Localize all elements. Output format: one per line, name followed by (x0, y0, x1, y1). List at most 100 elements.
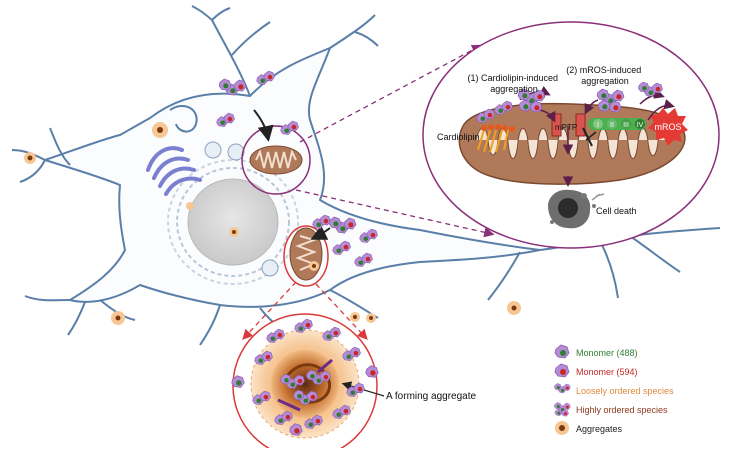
monomer (532, 89, 546, 102)
legend-label: Aggregates (576, 424, 623, 434)
organelles (146, 105, 299, 285)
species-cluster (342, 346, 361, 361)
monomer (554, 383, 562, 391)
species-layer (216, 70, 663, 436)
monomer (554, 363, 570, 378)
species-cluster (216, 112, 235, 127)
complex-label-1: I (597, 122, 599, 129)
monomer-594-icon (554, 363, 570, 378)
monomer (361, 252, 373, 264)
boutons (24, 152, 521, 325)
cardiolipin-induced-label: (1) Cardiolipin-induced aggregation (467, 73, 560, 94)
monomer-488-icon (554, 344, 570, 359)
legend-label: Monomer (488) (576, 348, 638, 358)
forming-aggregate-label: A forming aggregate (386, 391, 476, 402)
monomer (301, 318, 313, 330)
monomer (366, 228, 378, 240)
monomer (218, 78, 232, 91)
species-cluster (280, 120, 299, 135)
mito-zoom-panel: I II III IV mROS (422, 21, 720, 249)
monomer (311, 414, 323, 426)
monomer (306, 390, 318, 402)
species-cluster (252, 390, 271, 405)
legend-label: Monomer (594) (576, 367, 638, 377)
complex-label-4: IV (637, 122, 644, 129)
legend-item: Loosely ordered species (554, 383, 674, 396)
species-cluster (359, 228, 378, 243)
mptp-label: mPTP (555, 123, 577, 132)
monomer (223, 112, 235, 124)
species-cluster (638, 81, 663, 97)
legend-item: Monomer (488) (554, 344, 638, 359)
monomer (280, 124, 292, 135)
mros-label: mROS (655, 122, 682, 132)
species-cluster (218, 78, 247, 96)
monomer (518, 99, 532, 112)
monomer (494, 104, 506, 115)
monomer (263, 70, 275, 82)
loose-species-icon (554, 383, 571, 394)
monomer (231, 375, 245, 388)
monomer (339, 240, 351, 252)
monomer (319, 370, 331, 382)
monomer (561, 409, 569, 417)
monomer (554, 408, 563, 416)
monomer (328, 216, 342, 229)
cardiolipin-patch (477, 129, 509, 153)
monomer (483, 108, 495, 120)
monomer (293, 374, 305, 386)
monomer (287, 120, 299, 132)
species-cluster (312, 214, 331, 229)
monomer (563, 383, 571, 391)
legend: Monomer (488) Monomer (594) Loosely ordere… (554, 344, 674, 435)
loose-cluster (554, 383, 571, 394)
cardiolipin-induced-line-2: aggregation (490, 84, 538, 94)
mptp-channel-right (575, 113, 586, 137)
monomer (281, 410, 293, 422)
monomer (289, 423, 303, 436)
species-cluster (280, 373, 305, 389)
species-cluster (254, 350, 273, 365)
legend-item: Aggregates (555, 421, 623, 435)
monomer (651, 82, 663, 94)
species-cluster (294, 318, 313, 333)
species-cluster (256, 70, 275, 85)
mptp-channel-left (551, 113, 562, 137)
mito-cristae (475, 127, 669, 159)
monomer (554, 402, 562, 410)
legend-label: Highly ordered species (576, 405, 668, 415)
mros-burst (648, 108, 688, 146)
nucleus (187, 178, 279, 266)
monomer (563, 402, 571, 410)
mitochondrion-lower (283, 225, 329, 287)
monomer (353, 382, 365, 394)
species-cluster (266, 328, 285, 343)
monomer (517, 88, 531, 101)
monomer (608, 100, 622, 113)
monomer (339, 404, 351, 416)
monomer (233, 79, 247, 92)
monomer (365, 365, 379, 378)
species-cluster (346, 382, 365, 397)
legend-label: Loosely ordered species (576, 386, 674, 396)
monomer (349, 346, 361, 358)
dendrite-top (191, 5, 271, 97)
monomer (611, 89, 625, 102)
monomer (343, 217, 357, 230)
ordered-cluster (554, 402, 571, 417)
golgi-apparatus (146, 146, 202, 196)
complex-label-2: II (610, 122, 614, 129)
mros-induced-line-2: aggregation (581, 76, 629, 86)
cell-death-label: Cell death (596, 206, 637, 216)
mros-aggregate (596, 88, 625, 113)
monomer (306, 369, 318, 381)
aggregate-icon (555, 421, 569, 435)
species-cluster (476, 108, 495, 123)
mros-induced-line-1: (2) mROS-induced (566, 65, 641, 75)
legend-item: Highly ordered species (554, 402, 668, 417)
neuron-soma-outline (44, 47, 541, 308)
etc-complexes (588, 118, 646, 130)
species-cluster (328, 216, 357, 234)
species-cluster (293, 389, 318, 405)
cardiolipin-label: Cardiolipin (437, 132, 480, 142)
